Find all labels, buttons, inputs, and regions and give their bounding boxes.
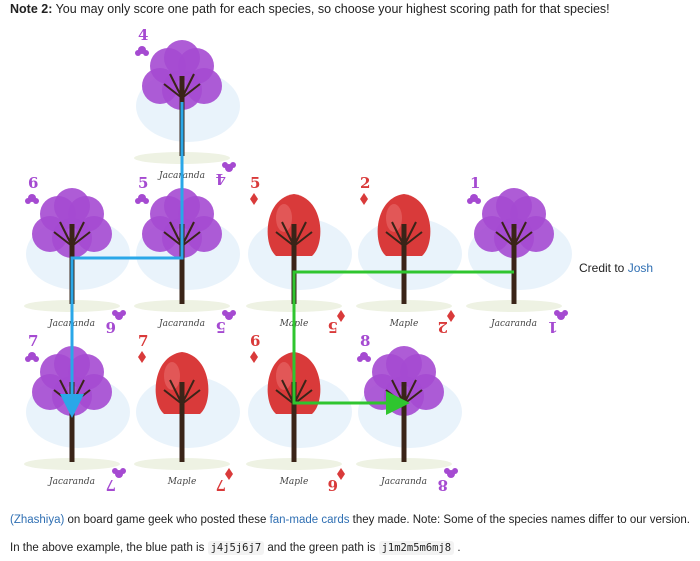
suit-icon: [250, 351, 258, 363]
card-species-label: Jacaranda: [379, 477, 427, 487]
suit-icon: [135, 46, 149, 56]
suit-icon: [25, 194, 39, 204]
card-rank-bottom: 5: [216, 318, 226, 336]
card-rank-top: 7: [138, 332, 148, 350]
maple-tree-icon: [267, 194, 321, 304]
card-species-label: Jacaranda: [489, 319, 537, 329]
suit-icon: [337, 468, 345, 480]
note-2: Note 2: You may only score one path for …: [10, 2, 610, 16]
desc-text-2: they made. Note: Some of the species nam…: [349, 514, 690, 526]
card-species-label: Jacaranda: [157, 319, 205, 329]
card-rank-bottom: 8: [438, 476, 448, 494]
suit-icon: [337, 310, 345, 322]
suit-icon: [444, 468, 458, 478]
tree-card-j7: Jacaranda 7 7: [24, 332, 130, 494]
card-rank-bottom: 7: [106, 476, 116, 494]
tree-card-j1: Jacaranda 1 1: [466, 174, 572, 336]
tree-card-m7: Maple 7 7: [134, 332, 240, 494]
suit-icon: [554, 310, 568, 320]
maple-tree-icon: [377, 194, 431, 304]
credit-link-josh[interactable]: Josh: [627, 261, 654, 275]
example-text: In the above example, the blue path is j…: [10, 541, 461, 555]
blue-path: [60, 102, 184, 418]
card-rank-top: 6: [250, 332, 260, 350]
card-species-label: Jacaranda: [47, 477, 95, 487]
card-rank-bottom: 2: [438, 318, 448, 336]
suit-icon: [360, 193, 368, 205]
blue-path-code: j4j5j6j7: [207, 541, 265, 555]
suit-icon: [138, 351, 146, 363]
suit-icon: [112, 310, 126, 320]
suit-icon: [135, 194, 149, 204]
suit-icon: [225, 468, 233, 480]
description-text: (Zhashiya) on board game geek who posted…: [10, 514, 690, 526]
card-rank-top: 1: [470, 174, 480, 192]
tree-card-j8: Jacaranda 8 8: [356, 332, 462, 494]
suit-icon: [447, 310, 455, 322]
example-prefix: In the above example, the blue path is: [10, 542, 208, 554]
card-rank-bottom: 6: [328, 476, 338, 494]
suit-icon: [357, 352, 371, 362]
suit-icon: [222, 310, 236, 320]
green-path: [292, 270, 514, 415]
suit-icon: [467, 194, 481, 204]
zhashiya-link[interactable]: (Zhashiya): [10, 514, 65, 526]
card-rank-bottom: 5: [328, 318, 338, 336]
suit-icon: [25, 352, 39, 362]
fan-made-cards-link[interactable]: fan-made cards: [269, 514, 350, 526]
note-text: You may only score one path for each spe…: [52, 2, 610, 16]
jacaranda-tree-icon: [142, 188, 222, 304]
green-path-code: j1m2m5m6mj8: [378, 541, 455, 555]
jacaranda-tree-icon: [474, 188, 554, 304]
example-suffix: .: [454, 542, 461, 554]
card-species-label: Maple: [279, 477, 309, 487]
maple-tree-icon: [155, 352, 209, 462]
card-species-label: Maple: [389, 319, 419, 329]
suit-icon: [112, 468, 126, 478]
card-species-label: Maple: [167, 477, 197, 487]
suit-icon: [250, 193, 258, 205]
card-rank-top: 4: [138, 26, 148, 44]
tree-card-j5: Jacaranda 5 5: [134, 174, 240, 336]
card-rank-bottom: 7: [216, 476, 226, 494]
example-middle: and the green path is: [264, 542, 379, 554]
card-rank-top: 5: [138, 174, 148, 192]
card-rank-top: 6: [28, 174, 38, 192]
credit-text: Credit to Josh: [579, 261, 653, 275]
card-rank-bottom: 1: [548, 318, 558, 336]
card-rank-bottom: 6: [106, 318, 116, 336]
credit-prefix: Credit to: [579, 261, 628, 275]
card-rank-top: 7: [28, 332, 38, 350]
note-label: Note 2:: [10, 2, 53, 16]
card-rank-top: 5: [250, 174, 260, 192]
card-rank-bottom: 4: [216, 170, 226, 188]
card-rank-top: 8: [360, 332, 370, 350]
suit-icon: [222, 162, 236, 172]
desc-text-1: on board game geek who posted these: [64, 514, 270, 526]
tree-card-m2: Maple 2 2: [356, 174, 462, 336]
tree-card-m6: Maple 6 6: [246, 332, 352, 494]
card-rank-top: 2: [360, 174, 370, 192]
